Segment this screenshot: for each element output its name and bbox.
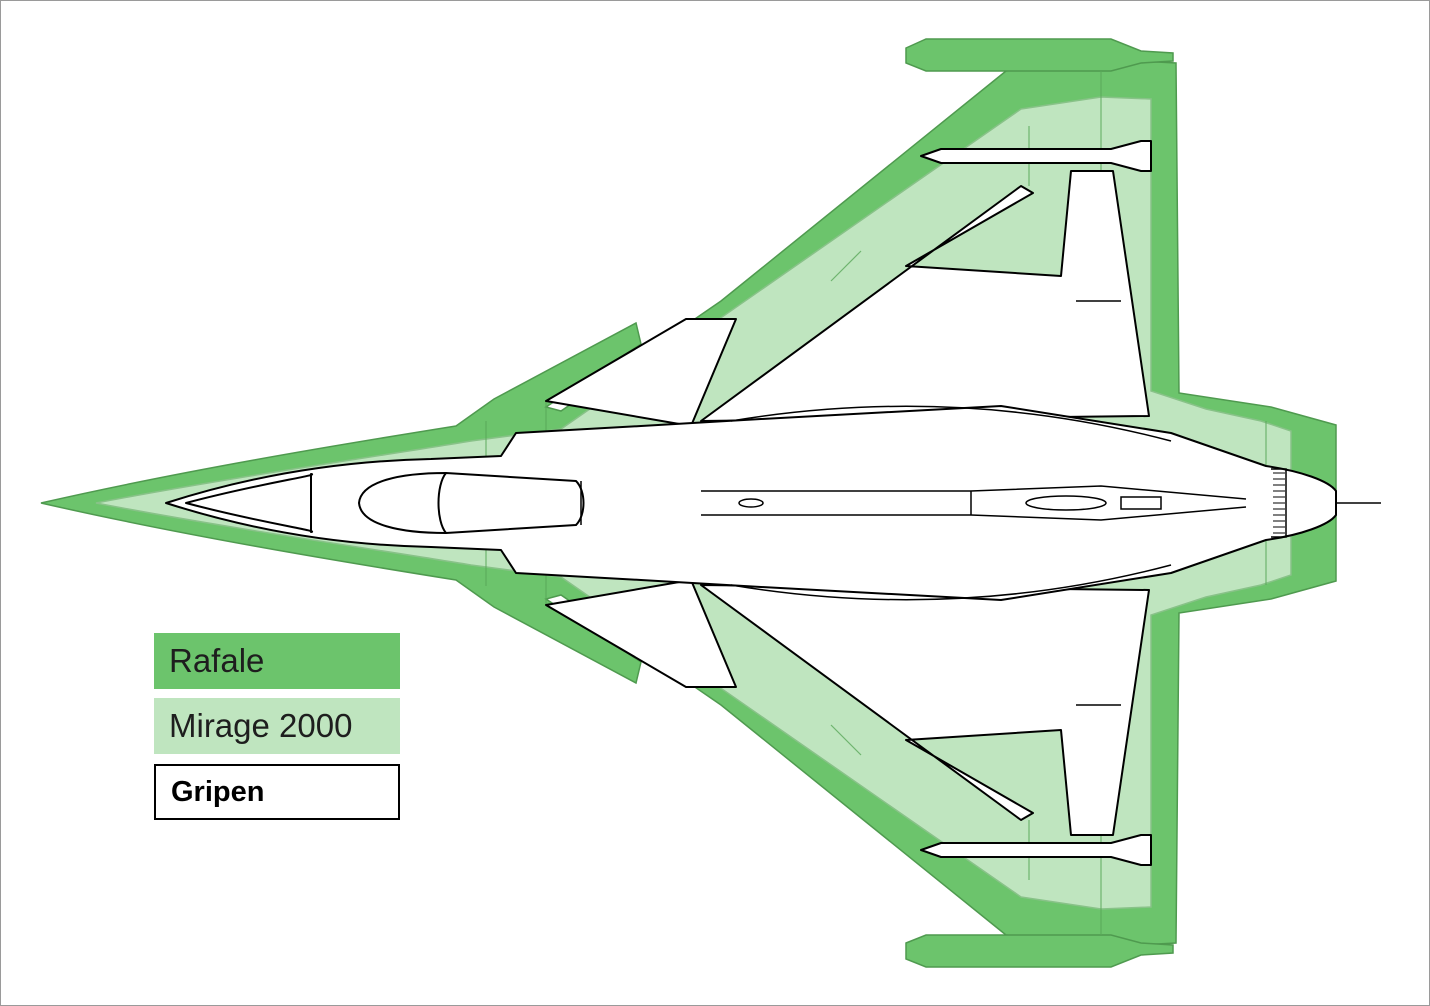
- legend-mirage-label: Mirage 2000: [169, 707, 353, 744]
- gripen-detail-lines: [310, 300, 1381, 706]
- gripen-nozzle-hatch: [1273, 472, 1285, 534]
- gripen-canard-bottom: [545, 579, 737, 688]
- legend-gripen-label: Gripen: [171, 775, 265, 808]
- gripen-missile-bottom: [920, 834, 1152, 866]
- gripen-silhouette: [165, 140, 1337, 866]
- gripen-missile-top: [920, 140, 1152, 172]
- gripen-wing-top: [700, 170, 1150, 422]
- missile-bottom-outer: [905, 934, 1174, 968]
- legend-mirage-2000: Mirage 2000: [154, 698, 400, 754]
- gripen-wing-bottom: [700, 584, 1150, 836]
- legend-rafale: Rafale: [154, 633, 400, 689]
- gripen-canopy-main: [437, 472, 585, 534]
- legend-gripen: Gripen: [154, 764, 400, 820]
- missile-top-outer: [905, 38, 1174, 72]
- gripen-canard-top: [545, 318, 737, 427]
- legend-rafale-label: Rafale: [169, 642, 265, 679]
